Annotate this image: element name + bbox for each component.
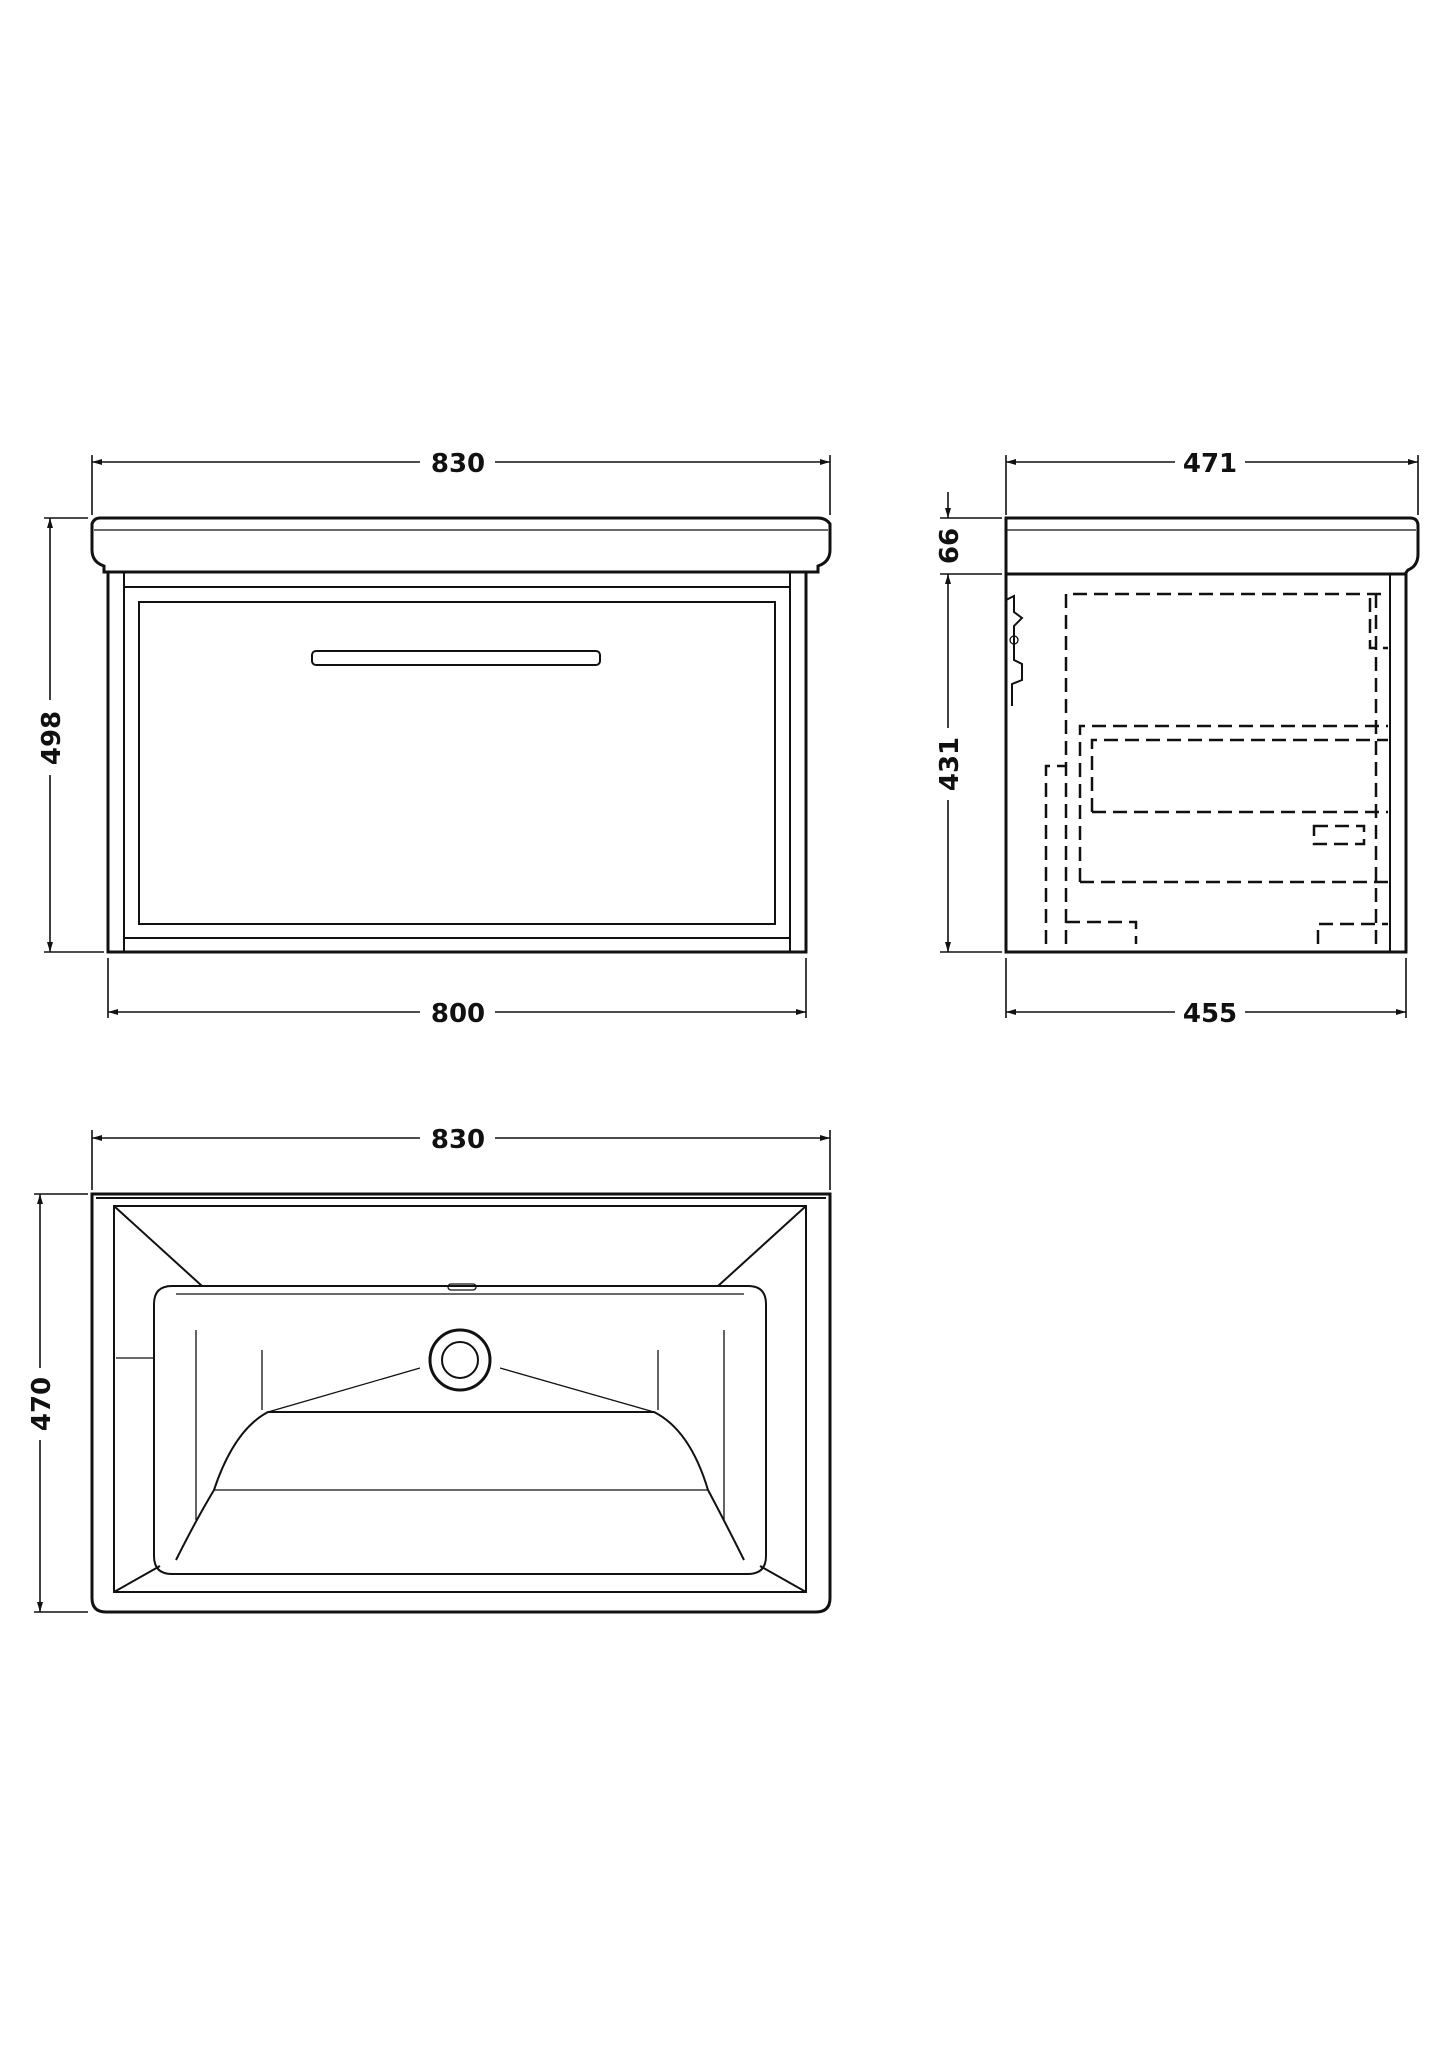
dim-front-height: 498	[37, 517, 104, 953]
front-cabinet	[106, 570, 808, 954]
plan-basin-rim	[90, 1192, 832, 1614]
dim-front-bottom-width: 800	[107, 958, 807, 1029]
side-cabinet	[1004, 572, 1408, 954]
waste-inner	[441, 1341, 479, 1379]
dim-plan-depth: 470	[27, 1193, 88, 1613]
plan-bowl	[113, 1205, 807, 1593]
drawer-handle	[311, 650, 601, 666]
side-handle-profile	[1005, 594, 1024, 706]
dim-front-height-label: 498	[37, 711, 67, 765]
dim-front-top-width-label: 830	[431, 449, 485, 479]
side-basin	[1004, 516, 1420, 576]
dim-side-top-depth-label: 471	[1183, 449, 1237, 479]
dim-front-bottom-width-label: 800	[431, 999, 485, 1029]
front-basin	[90, 516, 832, 574]
dim-side-basin-height: 66	[935, 492, 1002, 600]
side-hidden-lines	[1044, 592, 1388, 944]
dim-plan-depth-label: 470	[27, 1377, 57, 1431]
dim-side-bottom-depth: 455	[1005, 958, 1407, 1029]
front-view: 830 800 498	[37, 449, 832, 1029]
dim-side-top-depth: 471	[1005, 449, 1419, 515]
dim-side-cabinet-height: 431	[935, 600, 1002, 953]
front-drawer	[138, 601, 776, 925]
dim-front-top-width: 830	[91, 449, 831, 515]
plan-view: 830 470	[27, 1125, 832, 1614]
dim-plan-width-label: 830	[431, 1125, 485, 1155]
overflow-slot	[447, 1283, 477, 1291]
dim-side-bottom-depth-label: 455	[1183, 999, 1237, 1029]
waste-outer	[428, 1328, 492, 1392]
dim-side-basin-height-label: 66	[935, 528, 965, 564]
dim-side-cabinet-height-label: 431	[935, 737, 965, 791]
side-view: 471 455 66 431	[935, 449, 1420, 1029]
dim-plan-width: 830	[91, 1125, 831, 1190]
